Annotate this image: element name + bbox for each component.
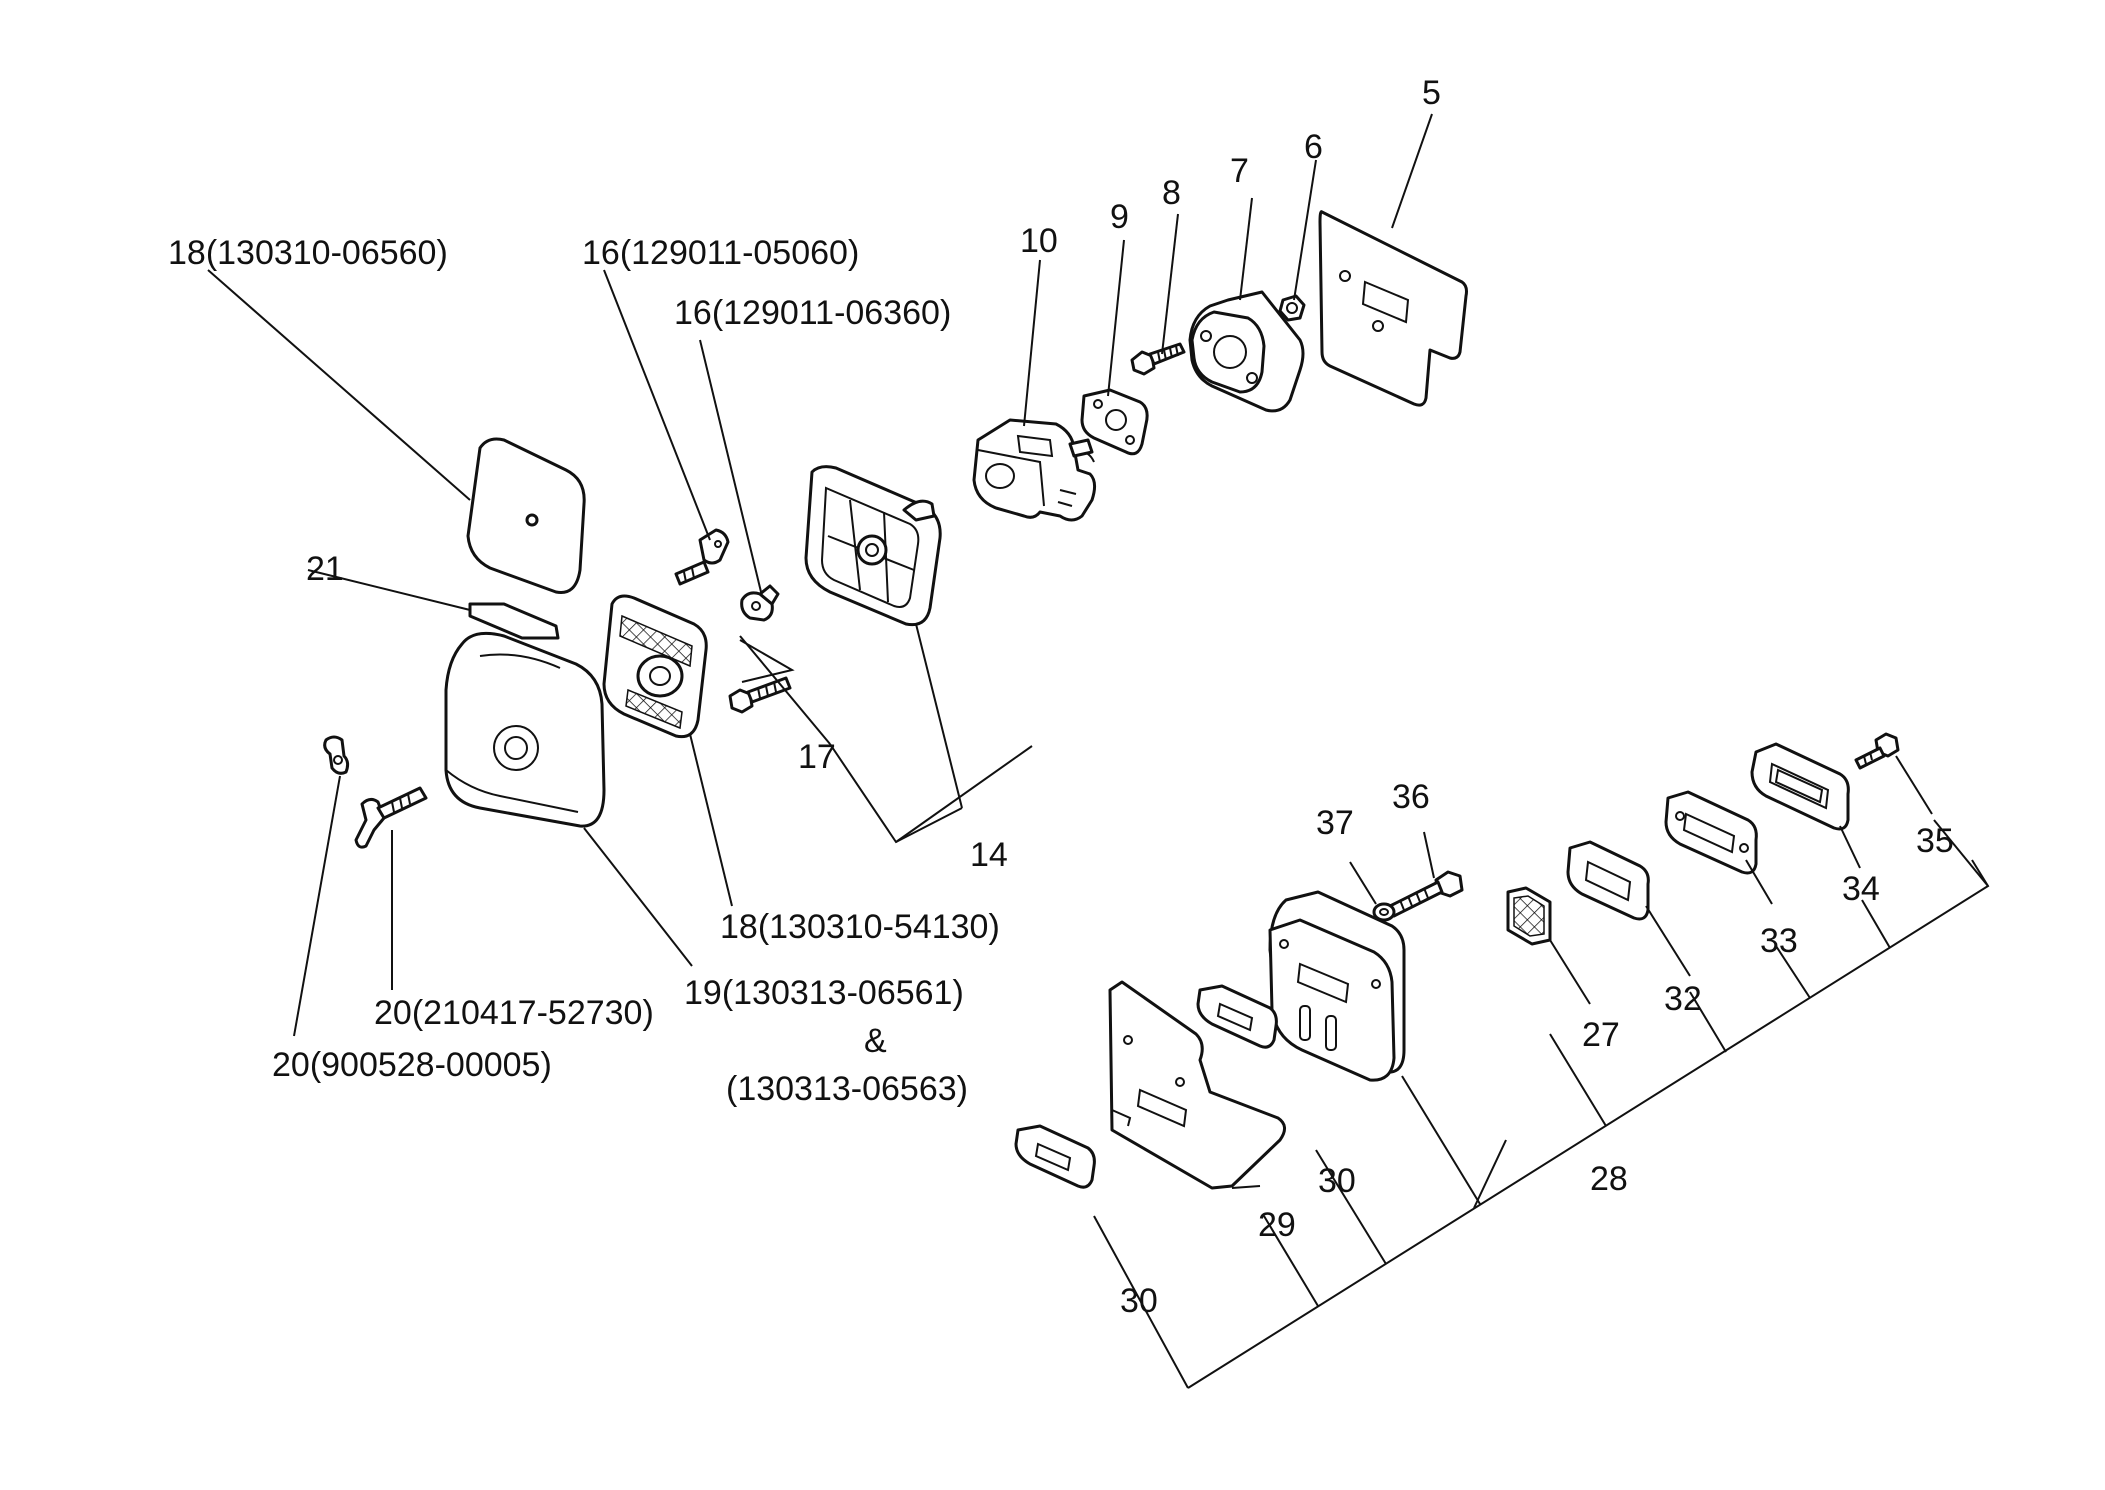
label-37: 37 xyxy=(1316,804,1354,842)
muffler-cover-part xyxy=(1750,742,1850,831)
label-16a: 16(129011-05060) xyxy=(582,234,859,272)
insulator-block-part xyxy=(1188,290,1305,413)
label-29: 29 xyxy=(1258,1206,1296,1244)
air-cleaner-cover-part xyxy=(444,631,606,828)
filter-holder-part xyxy=(602,594,708,739)
choke-lever-part xyxy=(674,528,730,586)
label-30-lower: 30 xyxy=(1120,1282,1158,1320)
label-20b: 20(900528-00005) xyxy=(272,1046,552,1084)
carburetor-gasket-part xyxy=(1080,388,1149,456)
muffler-part xyxy=(1268,890,1406,1082)
label-32: 32 xyxy=(1664,980,1702,1018)
label-9: 9 xyxy=(1110,198,1129,236)
label-19b: (130313-06563) xyxy=(726,1070,968,1108)
exhaust-gasket-part-lower xyxy=(1014,1124,1096,1189)
label-21: 21 xyxy=(306,550,344,588)
nut-part xyxy=(1278,294,1306,322)
label-14: 14 xyxy=(970,836,1008,874)
heat-shield-part xyxy=(1108,980,1286,1190)
bolt-part xyxy=(1130,342,1186,376)
label-6: 6 xyxy=(1304,128,1323,166)
carburetor-part xyxy=(972,418,1097,522)
label-19-ampersand: & xyxy=(864,1022,887,1060)
label-17: 17 xyxy=(798,738,836,776)
wing-bolt-part xyxy=(354,786,428,849)
label-28: 28 xyxy=(1590,1160,1628,1198)
washer-part xyxy=(1372,902,1396,922)
air-filter-element-part xyxy=(466,437,586,595)
label-18b: 18(130310-54130) xyxy=(720,908,1000,946)
muffler-gasket-part xyxy=(1566,840,1650,921)
label-8: 8 xyxy=(1162,174,1181,212)
wing-nut-part xyxy=(323,735,350,775)
label-33: 33 xyxy=(1760,922,1798,960)
label-30-upper: 30 xyxy=(1318,1162,1356,1200)
air-cleaner-base-part xyxy=(804,465,942,627)
label-20a: 20(210417-52730) xyxy=(374,994,654,1032)
choke-plate-part xyxy=(740,584,780,622)
label-35: 35 xyxy=(1916,822,1954,860)
exhaust-gasket-part-upper xyxy=(1196,984,1278,1049)
label-10: 10 xyxy=(1020,222,1058,260)
label-16b: 16(129011-06360) xyxy=(674,294,951,332)
filter-pad-part xyxy=(468,602,560,640)
label-19a: 19(130313-06561) xyxy=(684,974,964,1012)
leader-lines xyxy=(207,113,1990,1389)
label-18a: 18(130310-06560) xyxy=(168,234,448,272)
cleaner-bolt-part xyxy=(728,676,792,714)
label-36: 36 xyxy=(1392,778,1430,816)
muffler-bolt-part xyxy=(1388,870,1464,918)
insulator-gasket-part xyxy=(1318,210,1468,407)
label-34: 34 xyxy=(1842,870,1880,908)
label-7: 7 xyxy=(1230,152,1249,190)
spark-screen-part xyxy=(1506,886,1552,946)
cover-screw-part xyxy=(1854,732,1900,770)
label-27: 27 xyxy=(1582,1016,1620,1054)
label-5: 5 xyxy=(1422,74,1441,112)
callout-labels: 5 6 7 8 9 10 14 16(129011-05060) 16(1290… xyxy=(168,74,1954,1320)
muffler-plate-part xyxy=(1664,790,1758,875)
